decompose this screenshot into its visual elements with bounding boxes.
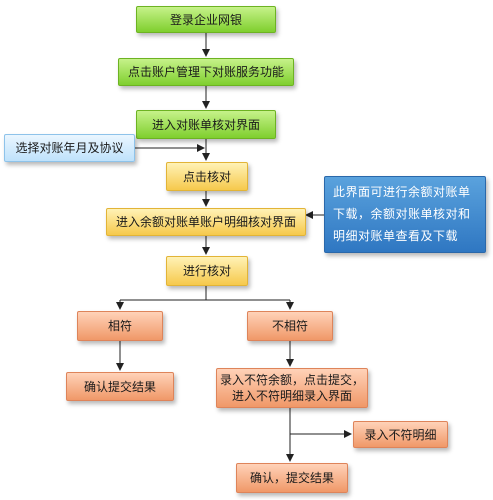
step-confirm-submit-1: 确认提交结果 xyxy=(66,372,174,401)
step-mismatch: 不相符 xyxy=(247,311,333,341)
step-select-month: 选择对账年月及协议 xyxy=(4,134,135,162)
step-click-account-label: 点击账户管理下对账服务功能 xyxy=(127,65,284,79)
step-enter-balance-label: 进入余额对账单账户明细核对界面 xyxy=(115,215,296,229)
step-enter-mismatch-line-1: 录入不符余额，点击提交， xyxy=(219,373,364,387)
step-enter-recon-label: 进入对账单核对界面 xyxy=(151,117,260,132)
step-enter-recon: 进入对账单核对界面 xyxy=(136,110,276,139)
step-proceed-check-label: 进行核对 xyxy=(182,264,231,278)
step-login: 登录企业网银 xyxy=(136,6,276,33)
note-box: 此界面可进行余额对账单 下载，余额对账单核对和 明细对账单查看及下载 xyxy=(324,176,486,253)
step-confirm-submit-1-label: 确认提交结果 xyxy=(83,379,156,394)
note-line-2: 下载，余额对账单核对和 xyxy=(333,207,471,221)
step-enter-balance: 进入余额对账单账户明细核对界面 xyxy=(106,208,306,236)
step-select-month-label: 选择对账年月及协议 xyxy=(15,141,124,155)
step-enter-detail-label: 录入不符明细 xyxy=(364,427,437,442)
step-click-check: 点击核对 xyxy=(166,162,248,191)
step-confirm-submit-2: 确认，提交结果 xyxy=(236,463,348,493)
note-line-1: 此界面可进行余额对账单 xyxy=(333,185,471,199)
step-click-account: 点击账户管理下对账服务功能 xyxy=(118,58,294,86)
step-enter-mismatch: 录入不符余额，点击提交， 进入不符明细录入界面 xyxy=(216,368,368,408)
step-proceed-check: 进行核对 xyxy=(166,256,248,286)
step-confirm-submit-2-label: 确认，提交结果 xyxy=(249,471,334,485)
step-mismatch-label: 不相符 xyxy=(271,319,308,333)
step-enter-detail: 录入不符明细 xyxy=(353,421,448,448)
step-click-check-label: 点击核对 xyxy=(182,169,231,184)
step-match-label: 相符 xyxy=(107,319,132,333)
step-login-label: 登录企业网银 xyxy=(169,12,242,27)
note-line-3: 明细对账单查看及下载 xyxy=(333,229,459,243)
step-match: 相符 xyxy=(77,311,163,341)
step-enter-mismatch-line-2: 进入不符明细录入界面 xyxy=(231,389,352,403)
